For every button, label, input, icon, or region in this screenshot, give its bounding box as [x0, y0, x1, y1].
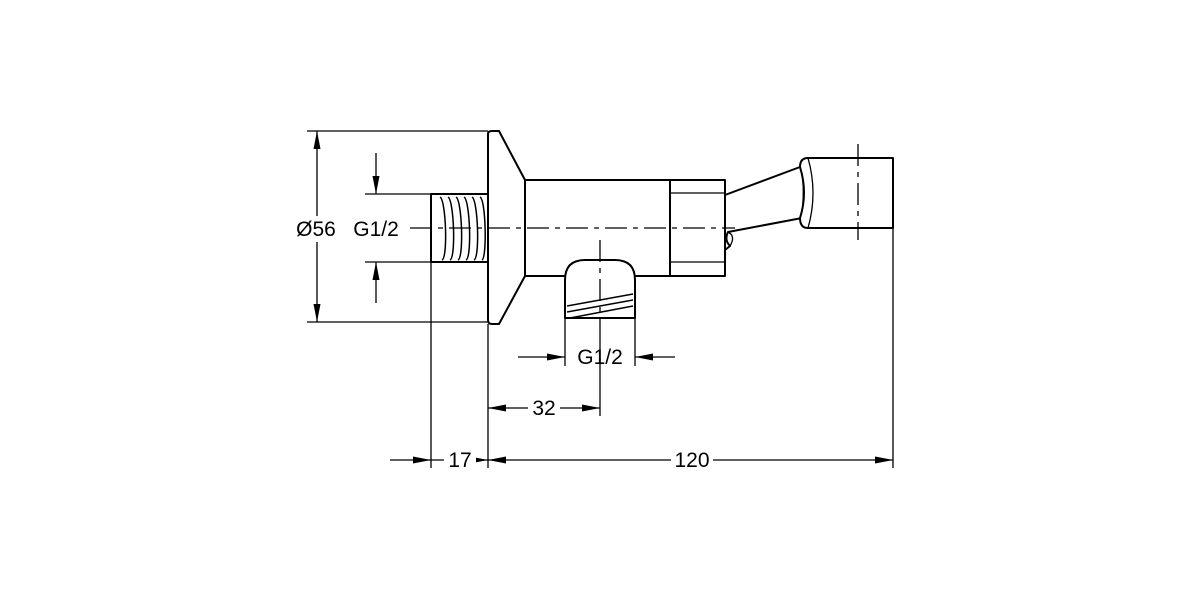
thread-length-label: 17 — [448, 449, 471, 472]
dim-overall-length: 120 — [488, 228, 894, 473]
inlet-thread-label: G1/2 — [353, 218, 399, 241]
center-lines — [410, 144, 859, 330]
dim-inlet-thread: G1/2 — [350, 153, 431, 303]
overall-length-label: 120 — [674, 449, 709, 472]
handle-grip — [799, 157, 894, 229]
dim-outlet-offset: 32 — [488, 330, 601, 421]
outlet-offset-label: 32 — [532, 397, 555, 420]
handle-lever — [724, 166, 805, 251]
dim-outlet-thread: G1/2 — [518, 318, 675, 370]
dim-thread-length: 17 — [390, 262, 489, 473]
inlet-thread-lines — [439, 196, 486, 261]
dim-body-diameter: Ø56 — [294, 130, 488, 323]
body-diameter-label: Ø56 — [296, 218, 336, 241]
